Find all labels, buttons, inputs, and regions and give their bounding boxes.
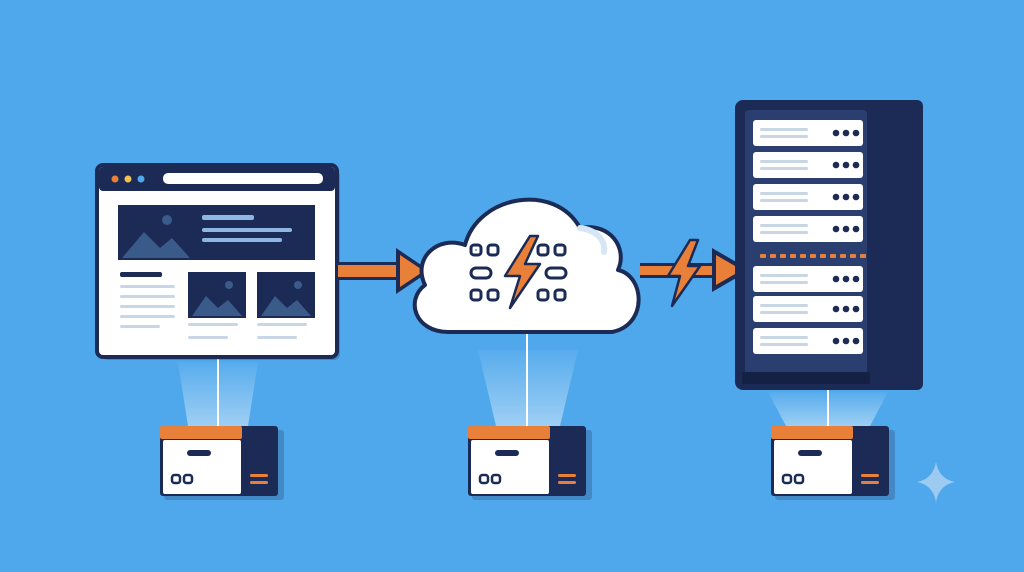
lightning-icon	[503, 234, 542, 310]
server-rack-icon	[735, 100, 923, 390]
server-unit	[753, 216, 863, 242]
address-bar	[163, 173, 323, 184]
arrow-right-icon	[338, 248, 430, 294]
browser-icon	[95, 163, 340, 360]
sparkle-icon	[917, 462, 955, 502]
box-icon	[160, 426, 284, 500]
server-unit	[753, 184, 863, 210]
traffic-dot-blue	[137, 175, 145, 183]
rack-divider	[760, 254, 866, 258]
server-unit	[753, 328, 863, 354]
server-unit	[753, 120, 863, 146]
beam-2	[478, 332, 578, 426]
image-thumbnail	[257, 272, 315, 339]
image-thumbnail	[188, 272, 246, 339]
box-icon	[468, 426, 592, 500]
traffic-dot-yellow	[124, 175, 132, 183]
server-unit	[753, 152, 863, 178]
server-unit	[753, 296, 863, 322]
server-unit	[753, 266, 863, 292]
beam-1	[178, 358, 258, 426]
cloud-lightning-icon	[412, 197, 641, 334]
box-icon	[771, 426, 895, 500]
lightning-arrow-icon	[640, 238, 750, 308]
beam-3	[768, 390, 888, 426]
traffic-dot-orange	[111, 175, 119, 183]
